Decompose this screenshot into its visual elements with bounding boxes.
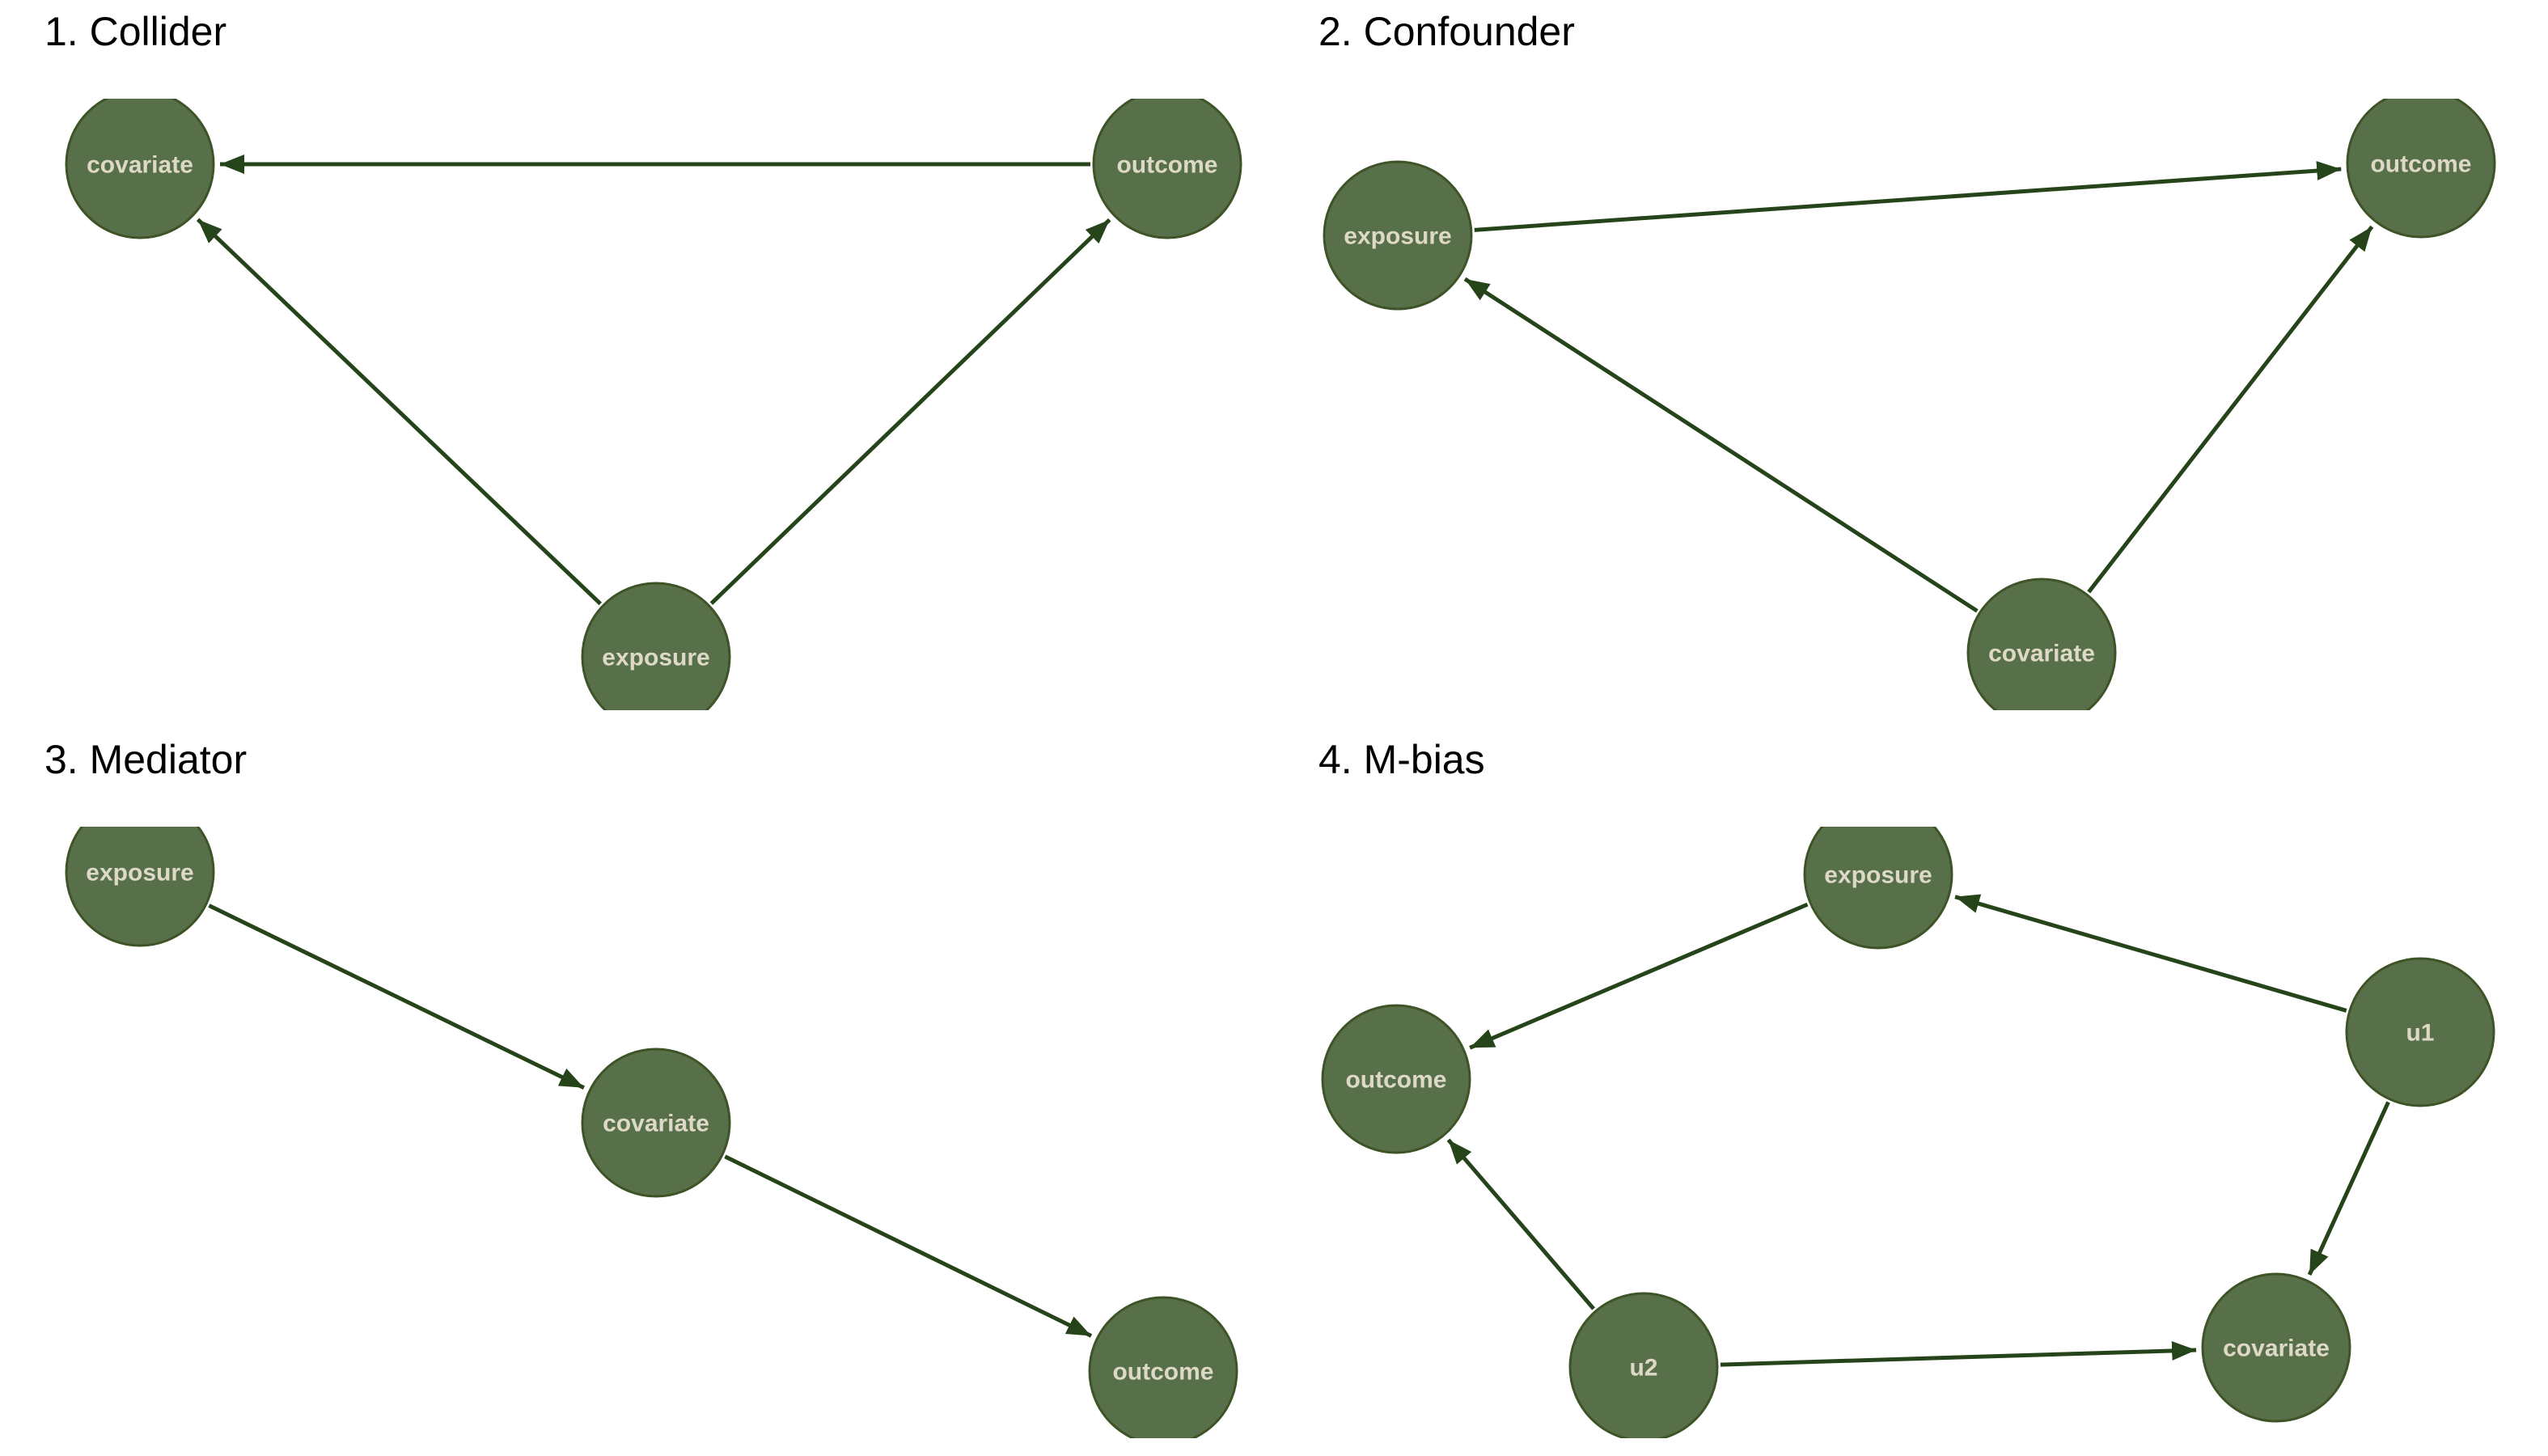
panel-confounder: 2. Confounder exposure outcome covariate bbox=[1274, 0, 2548, 728]
node-m-bias-outcome bbox=[1321, 1004, 1471, 1154]
edge-exposure-to-outcome bbox=[709, 218, 1111, 605]
node-label-collider-outcome: outcome bbox=[1116, 152, 1217, 179]
panel-title-m-bias: 4. M-bias bbox=[1318, 737, 1485, 782]
node-collider-exposure bbox=[581, 582, 731, 710]
panel-collider: 1. Collider covariate outcome exposure bbox=[0, 0, 1274, 728]
node-m-bias-u1 bbox=[2345, 957, 2495, 1107]
dag-canvas-m-bias: exposure u1 outcome covariate u2 bbox=[1321, 827, 2495, 1438]
node-label-collider-exposure: exposure bbox=[602, 645, 709, 671]
node-label-confounder-covariate: covariate bbox=[1988, 641, 2095, 667]
edge-u1-to-exposure bbox=[1954, 894, 2347, 1013]
edge-covariate-to-exposure bbox=[1463, 277, 1979, 613]
node-label-m-bias-outcome: outcome bbox=[1345, 1067, 1446, 1094]
node-m-bias-exposure bbox=[1803, 827, 1953, 950]
dag-canvas-mediator: exposure covariate outcome bbox=[65, 827, 1238, 1438]
node-label-confounder-exposure: exposure bbox=[1344, 223, 1451, 250]
edge-covariate-to-outcome bbox=[2087, 225, 2374, 594]
node-label-mediator-outcome: outcome bbox=[1112, 1359, 1213, 1386]
node-mediator-outcome bbox=[1088, 1296, 1238, 1438]
node-label-m-bias-u1: u1 bbox=[2406, 1020, 2434, 1047]
node-label-m-bias-exposure: exposure bbox=[1824, 862, 1932, 889]
node-collider-outcome bbox=[1092, 99, 1242, 239]
node-confounder-covariate bbox=[1966, 578, 2117, 710]
node-confounder-exposure bbox=[1323, 160, 1473, 311]
node-label-mediator-covariate: covariate bbox=[603, 1111, 709, 1137]
edge-exposure-to-covariate bbox=[208, 904, 586, 1090]
node-label-confounder-outcome: outcome bbox=[2370, 151, 2471, 178]
node-label-mediator-exposure: exposure bbox=[86, 860, 193, 887]
panel-title-confounder: 2. Confounder bbox=[1318, 9, 1575, 54]
edge-u2-to-covariate bbox=[1720, 1340, 2197, 1367]
edge-u1-to-covariate bbox=[2307, 1101, 2390, 1276]
edge-covariate-to-outcome bbox=[724, 1154, 1093, 1338]
panel-title-collider: 1. Collider bbox=[44, 9, 227, 54]
node-collider-covariate bbox=[65, 99, 215, 239]
node-label-m-bias-u2: u2 bbox=[1629, 1355, 1657, 1382]
edge-exposure-to-outcome bbox=[1474, 161, 2342, 232]
panel-m-bias: 4. M-bias exposure u1 outcome covariate u2 bbox=[1274, 728, 2548, 1456]
node-mediator-covariate bbox=[581, 1048, 731, 1198]
node-m-bias-covariate bbox=[2201, 1272, 2351, 1423]
panel-title-mediator: 3. Mediator bbox=[44, 737, 248, 782]
node-label-m-bias-covariate: covariate bbox=[2223, 1335, 2330, 1362]
edge-exposure-to-covariate bbox=[196, 218, 603, 606]
node-label-collider-covariate: covariate bbox=[87, 152, 193, 179]
edge-exposure-to-outcome bbox=[1469, 902, 1809, 1050]
dag-canvas-confounder: exposure outcome covariate bbox=[1323, 99, 2496, 710]
dag-canvas-collider: covariate outcome exposure bbox=[65, 99, 1242, 710]
node-confounder-outcome bbox=[2346, 99, 2496, 239]
node-mediator-exposure bbox=[65, 827, 215, 947]
edge-u2-to-outcome bbox=[1446, 1138, 1595, 1310]
panel-mediator: 3. Mediator exposure covariate outcome bbox=[0, 728, 1274, 1456]
node-m-bias-u2 bbox=[1568, 1292, 1719, 1438]
